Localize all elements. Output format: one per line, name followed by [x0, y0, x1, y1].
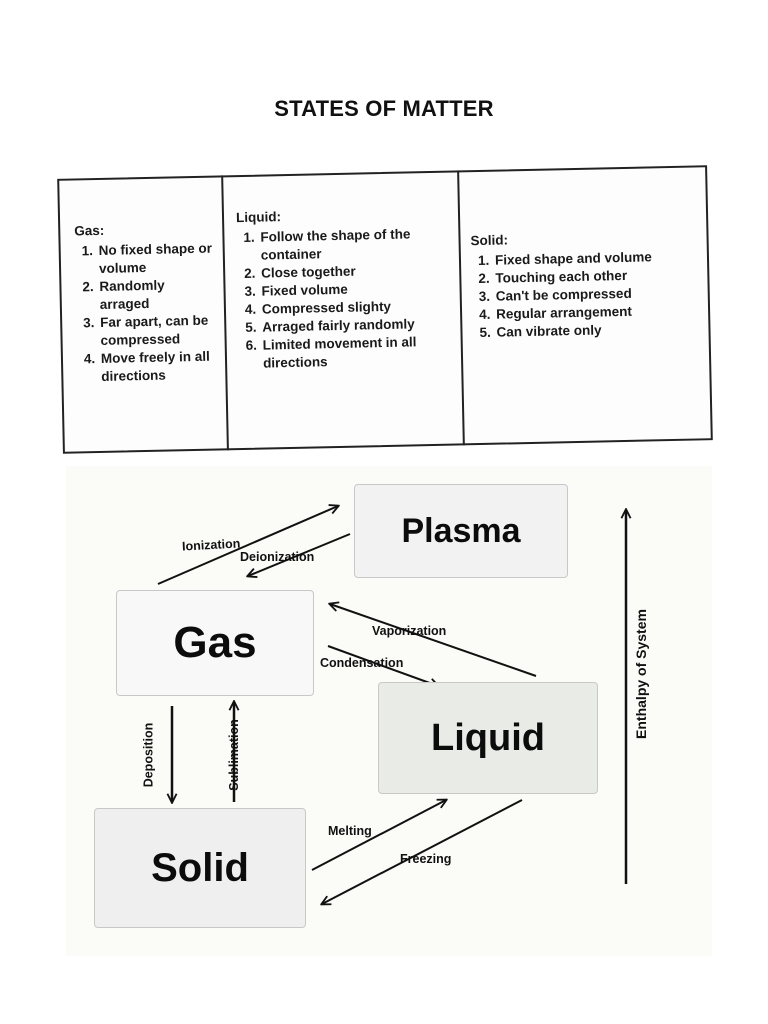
- properties-table: Gas: No fixed shape or volume Randomly a…: [57, 165, 713, 454]
- gas-item: Move freely in all directions: [99, 348, 218, 386]
- melting-arrow: [311, 800, 446, 871]
- gas-list: No fixed shape or volume Randomly arrage…: [75, 240, 218, 387]
- solid-item: Can vibrate only: [494, 319, 702, 341]
- freezing-arrow: [322, 799, 523, 904]
- condensation-arrow: [327, 645, 438, 686]
- gas-item: No fixed shape or volume: [97, 240, 216, 278]
- melting-label: Melting: [328, 824, 372, 838]
- ionization-arrow: [157, 506, 338, 585]
- liquid-list: Follow the shape of the container Close …: [236, 225, 453, 373]
- solid-list: Fixed shape and volume Touching each oth…: [471, 247, 703, 342]
- sublimation-label: Sublimation: [226, 719, 241, 791]
- freezing-label: Freezing: [400, 852, 452, 866]
- gas-column: Gas: No fixed shape or volume Randomly a…: [57, 175, 229, 454]
- solid-heading: Solid:: [470, 232, 509, 249]
- vaporization-arrow: [330, 604, 537, 677]
- deionization-arrow: [248, 533, 351, 576]
- liquid-box: Liquid: [378, 682, 598, 794]
- gas-item: Randomly arraged: [97, 276, 216, 314]
- enthalpy-axis-label: Enthalpy of System: [632, 609, 649, 739]
- gas-box: Gas: [116, 590, 314, 696]
- phase-diagram: Plasma Gas Liquid Solid Ionization Deion…: [66, 466, 712, 956]
- vaporization-label: Vaporization: [372, 624, 447, 638]
- liquid-column: Liquid: Follow the shape of the containe…: [223, 170, 465, 451]
- solid-box: Solid: [94, 808, 306, 928]
- plasma-box: Plasma: [354, 484, 568, 578]
- liquid-item: Limited movement in all directions: [261, 333, 454, 373]
- liquid-heading: Liquid:: [235, 209, 282, 226]
- condensation-label: Condensation: [320, 656, 404, 670]
- deionization-label: Deionization: [240, 550, 315, 564]
- solid-column: Solid: Fixed shape and volume Touching e…: [459, 165, 713, 445]
- gas-item: Far apart, can be compressed: [98, 312, 217, 350]
- gas-heading: Gas:: [74, 222, 105, 239]
- liquid-item: Follow the shape of the container: [258, 225, 451, 265]
- deposition-label: Deposition: [141, 722, 156, 788]
- transition-arrows: [157, 466, 712, 956]
- page-title: STATES OF MATTER: [274, 96, 494, 121]
